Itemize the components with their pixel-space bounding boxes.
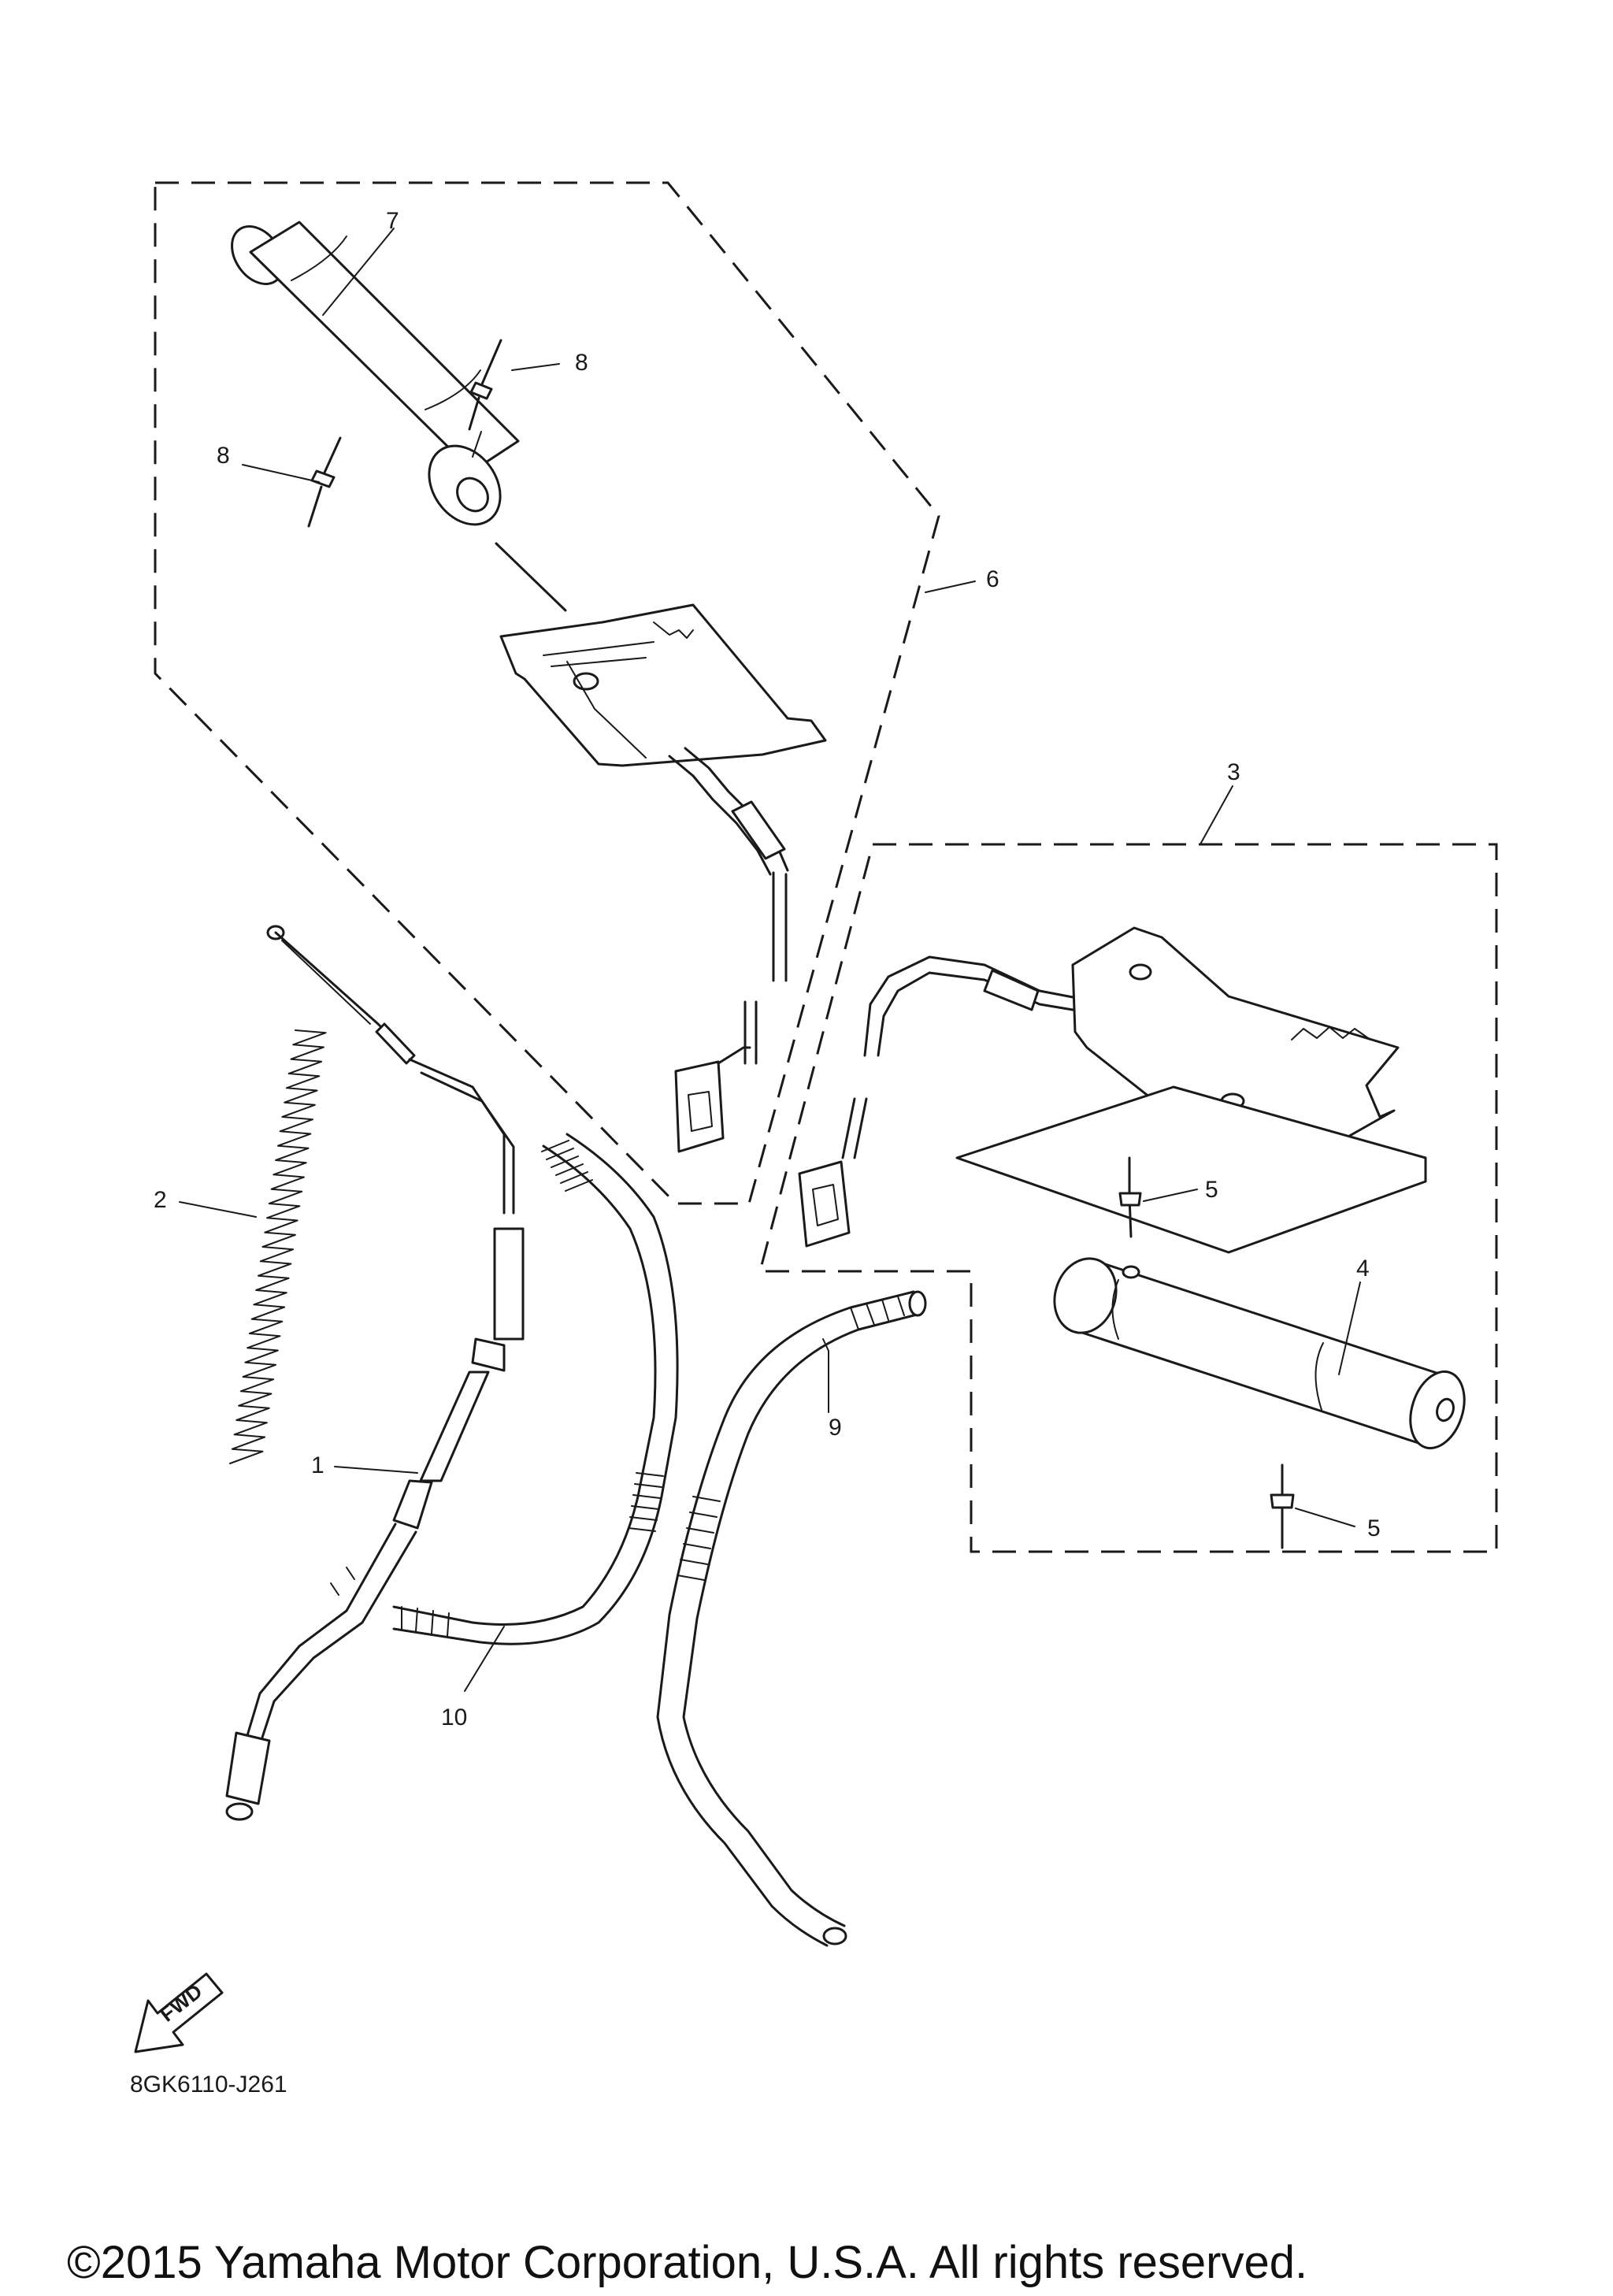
callout-8-lower: 8 <box>217 443 230 469</box>
pin-part-5-lower <box>1270 1463 1295 1549</box>
callout-3: 3 <box>1227 759 1240 785</box>
callout-5-upper: 5 <box>1205 1177 1218 1203</box>
callout-9: 9 <box>829 1415 842 1441</box>
right-heater-wiring <box>798 955 1074 1248</box>
assembly-6-boundary <box>154 181 940 1205</box>
callout-7: 7 <box>386 208 399 234</box>
callout-5-lower: 5 <box>1367 1515 1381 1541</box>
right-heater-plate <box>955 926 1427 1254</box>
hose-part-10 <box>392 1133 679 1645</box>
callout-1: 1 <box>311 1452 324 1478</box>
left-heater-wiring <box>668 747 789 1153</box>
callout-leaders <box>179 228 1361 1692</box>
callout-8-upper: 8 <box>575 350 588 376</box>
pin-part-8-upper <box>468 339 502 458</box>
left-grip-part-7 <box>231 221 567 612</box>
spring-part-2 <box>229 1029 327 1464</box>
throttle-cable-part-1 <box>225 925 525 1821</box>
callout-6: 6 <box>986 566 999 592</box>
callout-4: 4 <box>1356 1256 1370 1282</box>
diagram-code: 8GK6110-J261 <box>130 2072 287 2098</box>
right-grip-part-4 <box>1053 1257 1466 1450</box>
callout-numbers: 7 8 8 6 3 4 5 5 9 2 1 10 <box>154 208 1381 1730</box>
hose-part-9 <box>656 1290 927 1947</box>
callout-10: 10 <box>441 1704 467 1730</box>
callout-2: 2 <box>154 1187 167 1213</box>
pin-part-8-lower <box>307 436 342 528</box>
fwd-arrow-icon: FWD <box>134 1972 224 2053</box>
pin-part-5-upper <box>1118 1156 1142 1279</box>
left-heater-plate <box>499 603 827 767</box>
copyright-notice: ©2015 Yamaha Motor Corporation, U.S.A. A… <box>67 2237 1307 2288</box>
assembly-3-boundary <box>758 843 1498 1553</box>
